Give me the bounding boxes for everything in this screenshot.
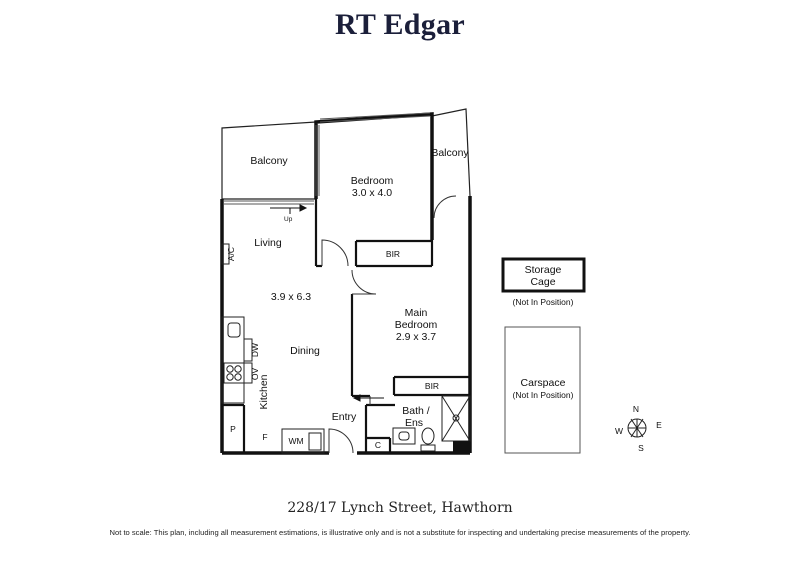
cooktop-icon [223, 362, 245, 384]
main-bedroom-label-2: Bedroom [395, 319, 438, 331]
kitchen-label: Kitchen [258, 374, 270, 409]
interior-walls [222, 199, 470, 453]
shower [441, 395, 471, 442]
ac-label: A/C [226, 247, 236, 261]
storage-cage [501, 257, 586, 293]
disclaimer: Not to scale: This plan, including all m… [109, 528, 691, 537]
carspace-label: Carspace [521, 377, 566, 389]
wm-label: WM [288, 436, 303, 446]
living-size: 3.9 x 6.3 [271, 291, 311, 303]
balcony-right-label: Balcony [431, 147, 469, 159]
compass-w: W [615, 426, 623, 436]
ov-label: OV [250, 368, 260, 381]
main-bedroom-size: 2.9 x 3.7 [396, 331, 436, 343]
cupboard-label: C [375, 440, 381, 450]
compass-e: E [656, 420, 662, 430]
oven [243, 362, 253, 384]
bath-label-1: Bath / [402, 405, 430, 417]
pantry-label: P [230, 424, 236, 434]
bedroom-label: Bedroom [351, 175, 394, 187]
storage-note: (Not In Position) [513, 297, 574, 307]
carspace [504, 326, 581, 454]
bath-label-2: Ens [405, 417, 423, 429]
storage-label-1: Storage [525, 264, 562, 276]
dw-label: DW [250, 343, 260, 357]
dishwasher [243, 338, 253, 362]
up-arrow-icon [270, 204, 308, 214]
vanity [392, 427, 416, 445]
main-bedroom-label-1: Main [405, 307, 428, 319]
ac-unit [221, 243, 230, 265]
dining-label: Dining [290, 345, 320, 357]
up-label: Up [284, 216, 293, 223]
duct [453, 441, 470, 453]
toilet-icon [420, 427, 436, 452]
balcony-left-label: Balcony [250, 155, 288, 167]
carspace-note: (Not In Position) [513, 390, 574, 400]
bir-top-label: BIR [386, 249, 400, 259]
bir-bottom-label: BIR [425, 381, 439, 391]
doors [321, 195, 457, 454]
brand-logo: RT Edgar [335, 8, 465, 41]
compass-icon [627, 418, 647, 438]
entry-arrow-icon [352, 394, 384, 402]
windows [224, 112, 431, 205]
balcony-right [431, 108, 471, 197]
bedroom-size: 3.0 x 4.0 [352, 187, 392, 199]
living-label: Living [254, 237, 282, 249]
property-address: 228/17 Lynch Street, Hawthorn [287, 500, 513, 516]
entry-label: Entry [332, 411, 357, 423]
kitchen-bench [221, 316, 245, 404]
compass-s: S [638, 443, 644, 453]
compass-n: N [633, 404, 639, 414]
storage-label-2: Cage [530, 276, 555, 288]
fridge-label: F [262, 432, 267, 442]
washing-machine [281, 428, 325, 454]
balcony-left [221, 121, 317, 200]
